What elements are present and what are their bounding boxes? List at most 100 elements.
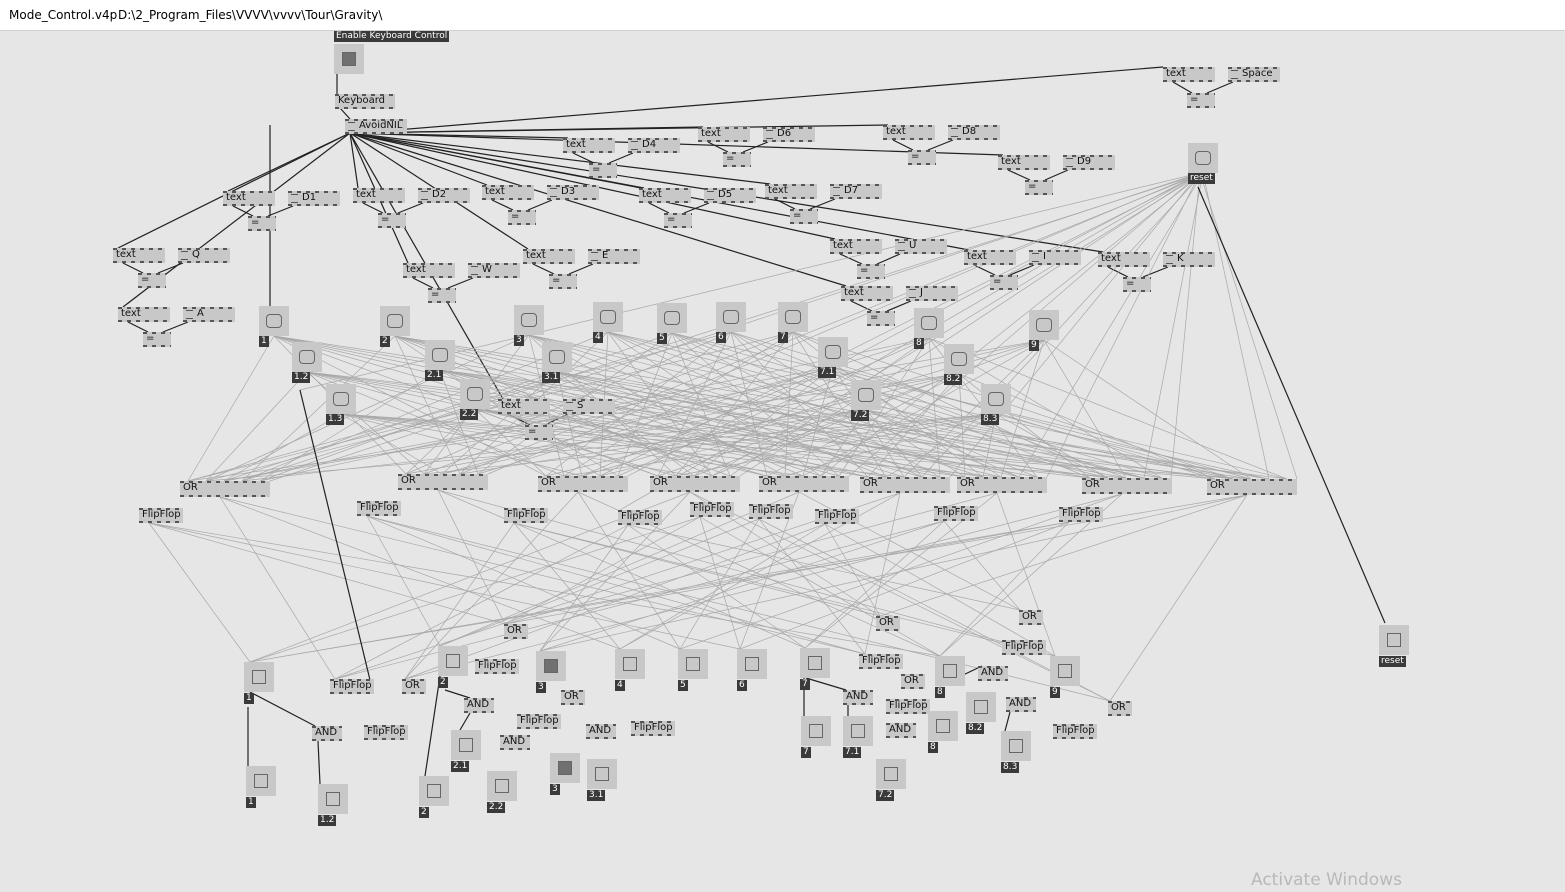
bang-8[interactable] bbox=[914, 308, 944, 338]
text-node[interactable]: text bbox=[118, 307, 170, 322]
equals-node[interactable]: = bbox=[664, 213, 692, 228]
bang-1.3[interactable] bbox=[326, 384, 356, 414]
bang-6[interactable] bbox=[716, 302, 746, 332]
key-s-node[interactable]: S bbox=[563, 399, 615, 414]
key-e-node[interactable]: E bbox=[588, 249, 640, 264]
toggle-1.2[interactable] bbox=[318, 784, 348, 814]
toggle-8.3[interactable] bbox=[1001, 731, 1031, 761]
text-node[interactable]: text bbox=[353, 188, 405, 203]
toggle-3[interactable] bbox=[550, 753, 580, 783]
toggle-2.2[interactable] bbox=[487, 771, 517, 801]
bang-7[interactable] bbox=[778, 302, 808, 332]
flipflop-node[interactable]: FlipFlop bbox=[886, 699, 930, 714]
flipflop-node[interactable]: FlipFlop bbox=[631, 721, 675, 736]
key-d2-node[interactable]: D2 bbox=[418, 188, 470, 203]
and-node[interactable]: AND bbox=[586, 724, 616, 739]
or-node[interactable]: OR bbox=[561, 690, 585, 705]
bang-5[interactable] bbox=[657, 303, 687, 333]
or-node[interactable]: OR bbox=[398, 474, 488, 490]
toggle-5[interactable] bbox=[678, 649, 708, 679]
key-i-node[interactable]: I bbox=[1029, 250, 1081, 265]
toggle-8[interactable] bbox=[935, 656, 965, 686]
equals-node[interactable]: = bbox=[990, 275, 1018, 290]
text-node[interactable]: text bbox=[223, 191, 275, 206]
flipflop-node[interactable]: FlipFlop bbox=[364, 725, 408, 740]
flipflop-node[interactable]: FlipFlop bbox=[517, 714, 561, 729]
bang-3.1[interactable] bbox=[542, 342, 572, 372]
bang-7.2[interactable] bbox=[851, 380, 881, 410]
equals-node[interactable]: = bbox=[1025, 180, 1053, 195]
key-d4-node[interactable]: D4 bbox=[628, 138, 680, 153]
toggle-7[interactable] bbox=[800, 648, 830, 678]
and-node[interactable]: AND bbox=[843, 690, 873, 705]
flipflop-node[interactable]: FlipFlop bbox=[815, 509, 859, 524]
text-node[interactable]: text bbox=[1163, 67, 1215, 82]
toggle-3.1[interactable] bbox=[587, 759, 617, 789]
key-d7-node[interactable]: D7 bbox=[830, 184, 882, 199]
text-node[interactable]: text bbox=[498, 399, 550, 414]
avoidnil-node[interactable]: AvoidNIL bbox=[345, 119, 407, 134]
or-node[interactable]: OR bbox=[1019, 610, 1043, 625]
or-node[interactable]: OR bbox=[1207, 479, 1297, 495]
equals-node[interactable]: = bbox=[525, 425, 553, 440]
or-node[interactable]: OR bbox=[402, 679, 426, 694]
key-d6-node[interactable]: D6 bbox=[763, 127, 815, 142]
toggle-2.1[interactable] bbox=[451, 730, 481, 760]
key-d1-node[interactable]: D1 bbox=[288, 191, 340, 206]
equals-node[interactable]: = bbox=[248, 216, 276, 231]
bang-8.2[interactable] bbox=[944, 344, 974, 374]
keyboard-node[interactable]: Keyboard bbox=[335, 94, 395, 109]
equals-node[interactable]: = bbox=[428, 288, 456, 303]
text-node[interactable]: text bbox=[523, 249, 575, 264]
toggle-7.2[interactable] bbox=[876, 759, 906, 789]
or-node[interactable]: OR bbox=[650, 476, 740, 492]
text-node[interactable]: text bbox=[698, 127, 750, 142]
or-node[interactable]: OR bbox=[860, 477, 950, 493]
or-node[interactable]: OR bbox=[876, 616, 900, 631]
text-node[interactable]: text bbox=[830, 239, 882, 254]
flipflop-node[interactable]: FlipFlop bbox=[859, 654, 903, 669]
flipflop-node[interactable]: FlipFlop bbox=[618, 510, 662, 525]
text-node[interactable]: text bbox=[964, 250, 1016, 265]
and-node[interactable]: AND bbox=[1006, 697, 1036, 712]
bang-1[interactable] bbox=[259, 306, 289, 336]
toggle-7.1[interactable] bbox=[843, 716, 873, 746]
toggle-6[interactable] bbox=[737, 649, 767, 679]
key-u-node[interactable]: U bbox=[895, 239, 947, 254]
flipflop-node[interactable]: FlipFlop bbox=[1053, 724, 1097, 739]
flipflop-node[interactable]: FlipFlop bbox=[330, 679, 374, 694]
or-node[interactable]: OR bbox=[538, 476, 628, 492]
or-node[interactable]: OR bbox=[180, 481, 270, 497]
or-node[interactable]: OR bbox=[1108, 701, 1132, 716]
key-k-node[interactable]: K bbox=[1163, 252, 1215, 267]
key-d9-node[interactable]: D9 bbox=[1063, 155, 1115, 170]
flipflop-node[interactable]: FlipFlop bbox=[749, 504, 793, 519]
enable-keyboard-toggle[interactable] bbox=[334, 44, 364, 74]
text-node[interactable]: text bbox=[639, 188, 691, 203]
and-node[interactable]: AND bbox=[886, 723, 916, 738]
or-node[interactable]: OR bbox=[957, 477, 1047, 493]
flipflop-node[interactable]: FlipFlop bbox=[1002, 640, 1046, 655]
or-node[interactable]: OR bbox=[1082, 478, 1172, 494]
equals-node[interactable]: = bbox=[138, 273, 166, 288]
key-a-node[interactable]: A bbox=[183, 307, 235, 322]
toggle-9[interactable] bbox=[1050, 656, 1080, 686]
toggle-3[interactable] bbox=[536, 651, 566, 681]
bang-9[interactable] bbox=[1029, 310, 1059, 340]
equals-node[interactable]: = bbox=[867, 311, 895, 326]
equals-node[interactable]: = bbox=[857, 264, 885, 279]
key-w-node[interactable]: W bbox=[468, 263, 520, 278]
text-node[interactable]: text bbox=[765, 184, 817, 199]
text-node[interactable]: text bbox=[482, 185, 534, 200]
or-node[interactable]: OR bbox=[504, 624, 528, 639]
text-node[interactable]: text bbox=[563, 138, 615, 153]
equals-node[interactable]: = bbox=[790, 209, 818, 224]
equals-node[interactable]: = bbox=[549, 274, 577, 289]
key-q-node[interactable]: Q bbox=[178, 248, 230, 263]
key-j-node[interactable]: J bbox=[906, 286, 958, 301]
key-d3-node[interactable]: D3 bbox=[547, 185, 599, 200]
bang-reset[interactable] bbox=[1188, 143, 1218, 173]
text-node[interactable]: text bbox=[1098, 252, 1150, 267]
key-d5-node[interactable]: D5 bbox=[704, 188, 756, 203]
